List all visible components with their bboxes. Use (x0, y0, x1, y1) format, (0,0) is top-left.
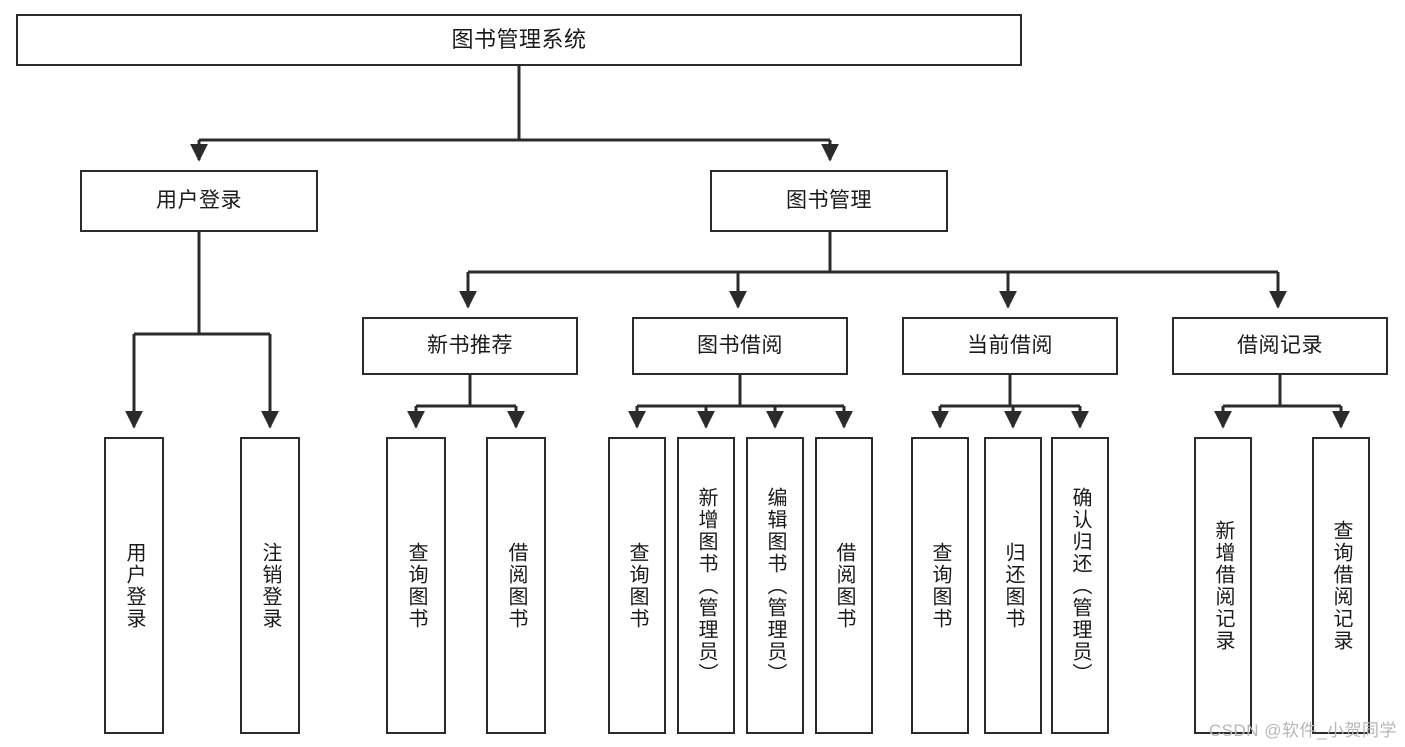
node-book-manage[interactable]: 图书管理 (710, 170, 948, 232)
node-root[interactable]: 图书管理系统 (16, 14, 1022, 66)
node-leaf-add-book-label: 新增图书（管理员） (695, 486, 717, 685)
node-book-borrow-label: 图书借阅 (697, 334, 783, 358)
node-leaf-edit-book-label: 编辑图书（管理员） (764, 486, 786, 685)
node-leaf-query-book-current-label: 查询图书 (929, 541, 951, 630)
watermark-text: CSDN @软件_小贺同学 (1208, 721, 1397, 740)
node-leaf-edit-book[interactable]: 编辑图书（管理员） (746, 437, 804, 734)
node-leaf-query-book-borrow-label: 查询图书 (626, 541, 648, 630)
node-borrow-record[interactable]: 借阅记录 (1172, 317, 1388, 375)
node-leaf-logout-label: 注销登录 (259, 541, 281, 630)
node-leaf-borrow-book-label: 借阅图书 (833, 541, 855, 630)
node-borrow-record-label: 借阅记录 (1237, 334, 1323, 358)
node-current-borrow[interactable]: 当前借阅 (902, 317, 1118, 375)
node-leaf-query-book-rec[interactable]: 查询图书 (386, 437, 446, 734)
node-leaf-logout[interactable]: 注销登录 (240, 437, 300, 734)
node-new-book-rec[interactable]: 新书推荐 (362, 317, 578, 375)
node-user-login[interactable]: 用户登录 (80, 170, 318, 232)
node-leaf-query-record-label: 查询借阅记录 (1330, 519, 1352, 652)
node-new-book-rec-label: 新书推荐 (427, 334, 513, 358)
node-leaf-return-book-label: 归还图书 (1002, 541, 1024, 630)
node-leaf-return-book[interactable]: 归还图书 (984, 437, 1042, 734)
node-leaf-query-book-borrow[interactable]: 查询图书 (608, 437, 666, 734)
node-leaf-user-login-label: 用户登录 (123, 541, 145, 630)
node-leaf-confirm-return-label: 确认归还（管理员） (1069, 486, 1091, 685)
node-leaf-query-book-rec-label: 查询图书 (405, 541, 427, 630)
node-root-label: 图书管理系统 (451, 26, 587, 52)
node-leaf-confirm-return[interactable]: 确认归还（管理员） (1051, 437, 1109, 734)
node-current-borrow-label: 当前借阅 (967, 334, 1053, 358)
node-book-manage-label: 图书管理 (786, 189, 872, 213)
node-leaf-add-record-label: 新增借阅记录 (1212, 519, 1234, 652)
node-leaf-borrow-book[interactable]: 借阅图书 (815, 437, 873, 734)
node-leaf-add-record[interactable]: 新增借阅记录 (1194, 437, 1252, 734)
node-leaf-borrow-book-rec[interactable]: 借阅图书 (486, 437, 546, 734)
node-book-borrow[interactable]: 图书借阅 (632, 317, 848, 375)
node-user-login-label: 用户登录 (156, 189, 242, 213)
node-leaf-borrow-book-rec-label: 借阅图书 (505, 541, 527, 630)
node-leaf-user-login[interactable]: 用户登录 (104, 437, 164, 734)
node-leaf-add-book[interactable]: 新增图书（管理员） (677, 437, 735, 734)
node-leaf-query-book-current[interactable]: 查询图书 (911, 437, 969, 734)
node-leaf-query-record[interactable]: 查询借阅记录 (1312, 437, 1370, 734)
